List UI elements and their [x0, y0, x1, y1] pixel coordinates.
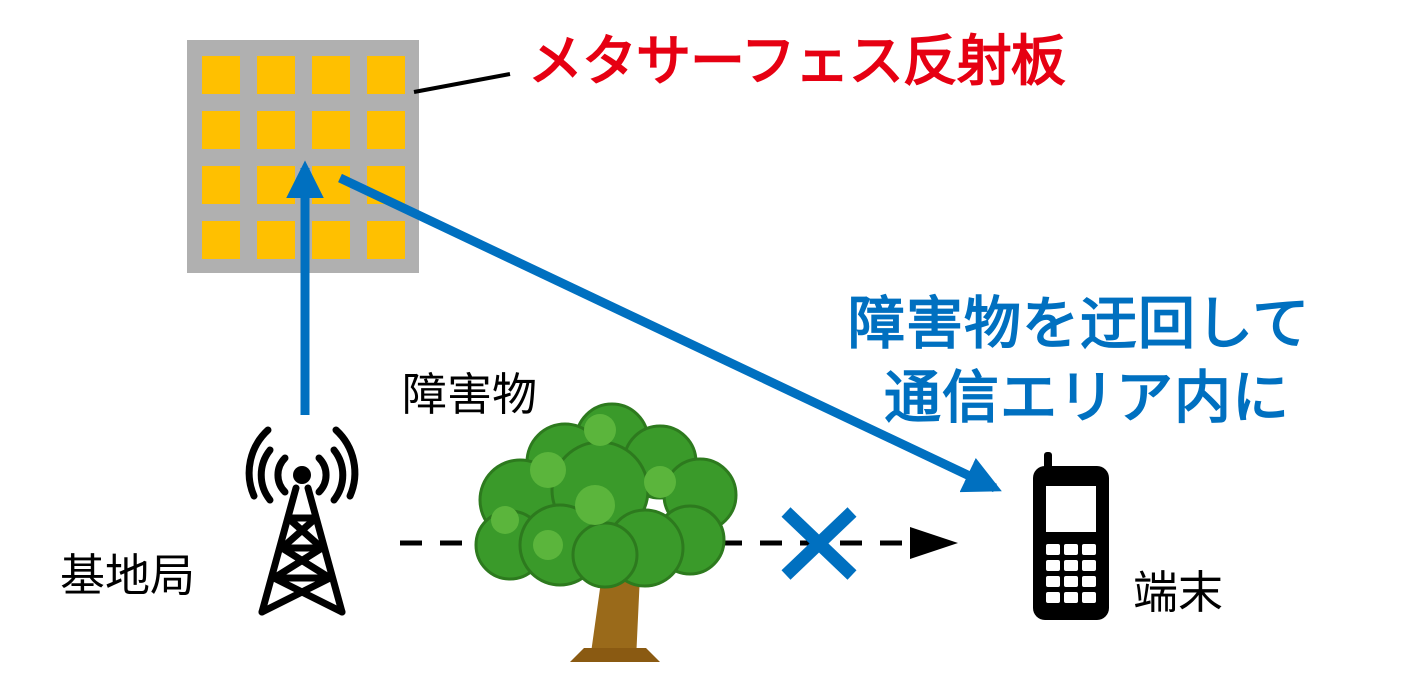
mobile-phone-icon	[1033, 452, 1109, 620]
phone-key	[1046, 544, 1060, 555]
phone-key	[1082, 592, 1096, 603]
metasurface-cell	[202, 221, 240, 259]
phone-keypad	[1046, 544, 1096, 603]
detour-note-line2: 通信エリア内に	[884, 365, 1290, 431]
blocked-x-icon	[781, 507, 857, 580]
metasurface-cell	[257, 221, 295, 259]
obstacle-label: 障害物	[402, 368, 538, 421]
metasurface-cell	[367, 111, 405, 149]
metasurface-cell	[257, 56, 295, 94]
phone-key	[1064, 592, 1078, 603]
metasurface-cell	[202, 111, 240, 149]
panel-leader-line	[413, 72, 511, 94]
phone-key	[1064, 560, 1078, 571]
terminal-label: 端末	[1133, 566, 1224, 619]
phone-key	[1064, 576, 1078, 587]
phone-key	[1046, 560, 1060, 571]
metasurface-label: メタサーフェス反射板	[528, 29, 1066, 93]
metasurface-cell	[312, 56, 350, 94]
tree-icon	[474, 402, 738, 662]
metasurface-cell	[312, 221, 350, 259]
metasurface-cell	[202, 56, 240, 94]
phone-key	[1082, 576, 1096, 587]
phone-key	[1046, 576, 1060, 587]
metasurface-cell	[367, 56, 405, 94]
base-station-label: 基地局	[60, 549, 196, 602]
metasurface-cell	[312, 111, 350, 149]
metasurface-cell	[257, 166, 295, 204]
reflected-arrow	[338, 173, 1002, 493]
antenna-tower-icon	[245, 426, 359, 616]
metasurface-cell	[367, 221, 405, 259]
metasurface-cell	[202, 166, 240, 204]
phone-key	[1046, 592, 1060, 603]
detour-note-line1: 障害物を迂回して	[848, 291, 1311, 357]
phone-key	[1082, 544, 1096, 555]
phone-key	[1082, 560, 1096, 571]
phone-key	[1064, 544, 1078, 555]
metasurface-cell	[257, 111, 295, 149]
